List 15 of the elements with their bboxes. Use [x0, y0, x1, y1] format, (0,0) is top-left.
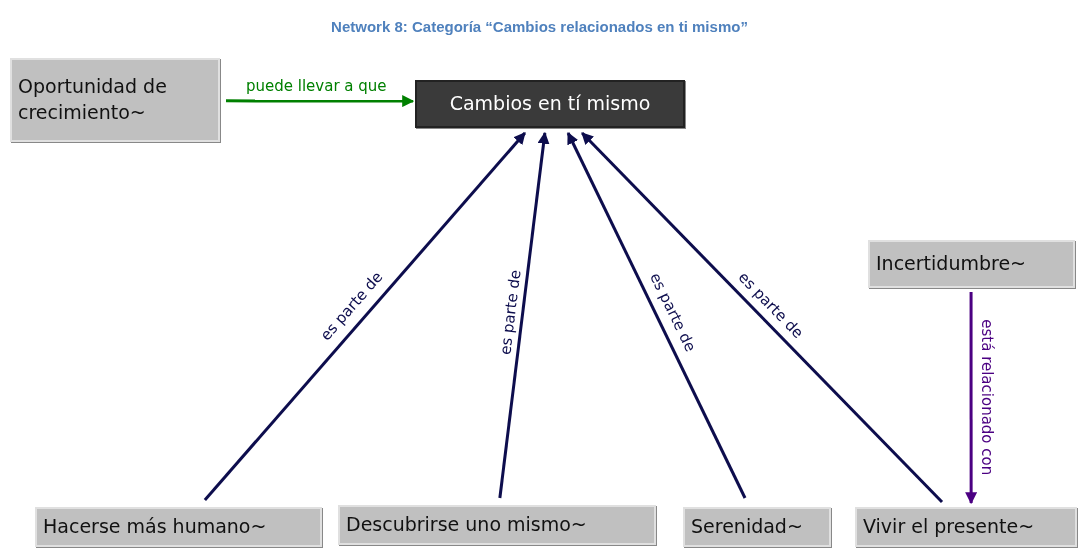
- arrow: [581, 131, 944, 504]
- arrow: [566, 131, 747, 499]
- concept-box: Descubrirse uno mismo~: [338, 505, 656, 545]
- concept-box: Cambios en tí mismo: [415, 80, 685, 128]
- concept-box: Serenidad~: [683, 507, 831, 547]
- concept-box: Oportunidad de crecimiento~: [10, 58, 220, 142]
- arrow: [226, 95, 415, 108]
- concept-box: Incertidumbre~: [868, 240, 1075, 288]
- edge-label: puede llevar a que: [245, 78, 388, 95]
- concept-box: Hacerse más humano~: [35, 507, 322, 547]
- concept-box: Vivir el presente~: [855, 507, 1077, 547]
- arrow: [498, 131, 550, 499]
- arrow: [965, 292, 978, 505]
- arrow: [203, 132, 526, 501]
- diagram-title: Network 8: Categoría “Cambios relacionados en ti mismo”: [330, 18, 749, 35]
